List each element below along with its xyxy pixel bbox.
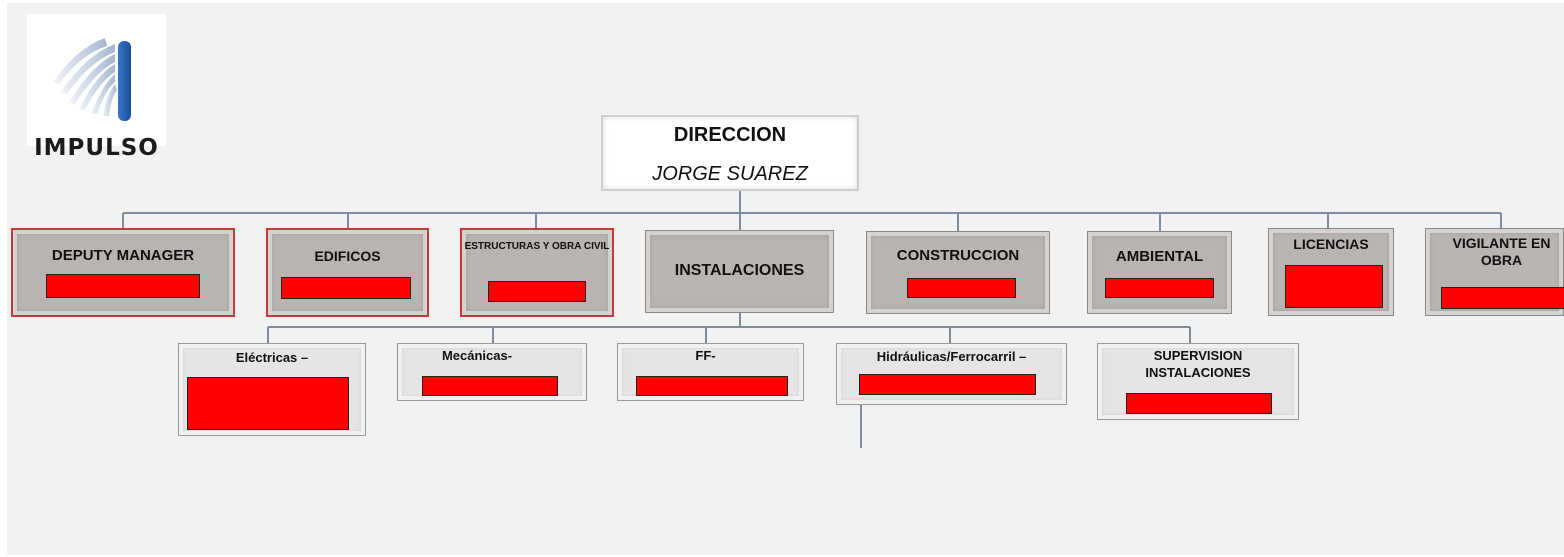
node-label: Hidráulicas/Ferrocarril – xyxy=(876,349,1027,364)
node-label: INSTALACIONES xyxy=(674,262,805,279)
node-label: DEPUTY MANAGER xyxy=(51,247,195,264)
node-hidraulicas-ferrocarril: Hidráulicas/Ferrocarril – xyxy=(836,343,1067,405)
root-name: JORGE SUAREZ xyxy=(652,163,808,185)
node-label: VIGILANTE EN OBRA xyxy=(1452,235,1551,268)
redaction-bar xyxy=(1105,278,1214,298)
logo-text: IMPULSO xyxy=(34,135,159,161)
node-licencias: LICENCIAS xyxy=(1268,228,1394,316)
redaction-bar xyxy=(488,281,586,302)
node-edificos: EDIFICOS xyxy=(266,228,429,317)
node-ff: FF- xyxy=(617,343,804,401)
node-estructuras-obra-civil: ESTRUCTURAS Y OBRA CIVIL xyxy=(460,228,614,317)
redaction-bar xyxy=(46,274,200,298)
redaction-bar xyxy=(187,377,349,430)
node-supervision-instalaciones: SUPERVISION INSTALACIONES xyxy=(1097,343,1299,420)
node-label: ESTRUCTURAS Y OBRA CIVIL xyxy=(464,241,610,252)
redaction-bar xyxy=(1441,287,1564,309)
root-node: DIRECCION JORGE SUAREZ xyxy=(601,115,859,191)
redaction-bar xyxy=(636,376,788,396)
logo-fan-icon xyxy=(53,38,131,121)
node-instalaciones: INSTALACIONES xyxy=(645,230,834,313)
impulso-logo: IMPULSO xyxy=(27,14,166,161)
node-electricas: Eléctricas – xyxy=(178,343,366,436)
redaction-bar xyxy=(1126,393,1272,414)
node-label: EDIFICOS xyxy=(314,248,381,264)
redaction-bar xyxy=(281,277,411,299)
node-ambiental: AMBIENTAL xyxy=(1087,231,1232,314)
node-deputy-manager: DEPUTY MANAGER xyxy=(11,228,235,317)
node-label: AMBIENTAL xyxy=(1115,248,1204,265)
node-mecanicas: Mecánicas- xyxy=(397,343,587,401)
node-label: SUPERVISION INSTALACIONES xyxy=(1145,348,1251,380)
node-label: Mecánicas- xyxy=(441,348,513,363)
node-construccion: CONSTRUCCION xyxy=(866,231,1050,314)
node-label: Eléctricas – xyxy=(235,350,309,365)
node-label: LICENCIAS xyxy=(1293,236,1369,252)
redaction-bar xyxy=(422,376,558,396)
redaction-bar xyxy=(1285,265,1383,308)
node-label: FF- xyxy=(695,348,716,363)
redaction-bar xyxy=(907,278,1016,298)
redaction-bar xyxy=(859,374,1036,395)
root-title: DIRECCION xyxy=(673,124,787,146)
node-vigilante-en-obra: VIGILANTE EN OBRA xyxy=(1425,228,1564,316)
node-label: CONSTRUCCION xyxy=(896,247,1020,264)
